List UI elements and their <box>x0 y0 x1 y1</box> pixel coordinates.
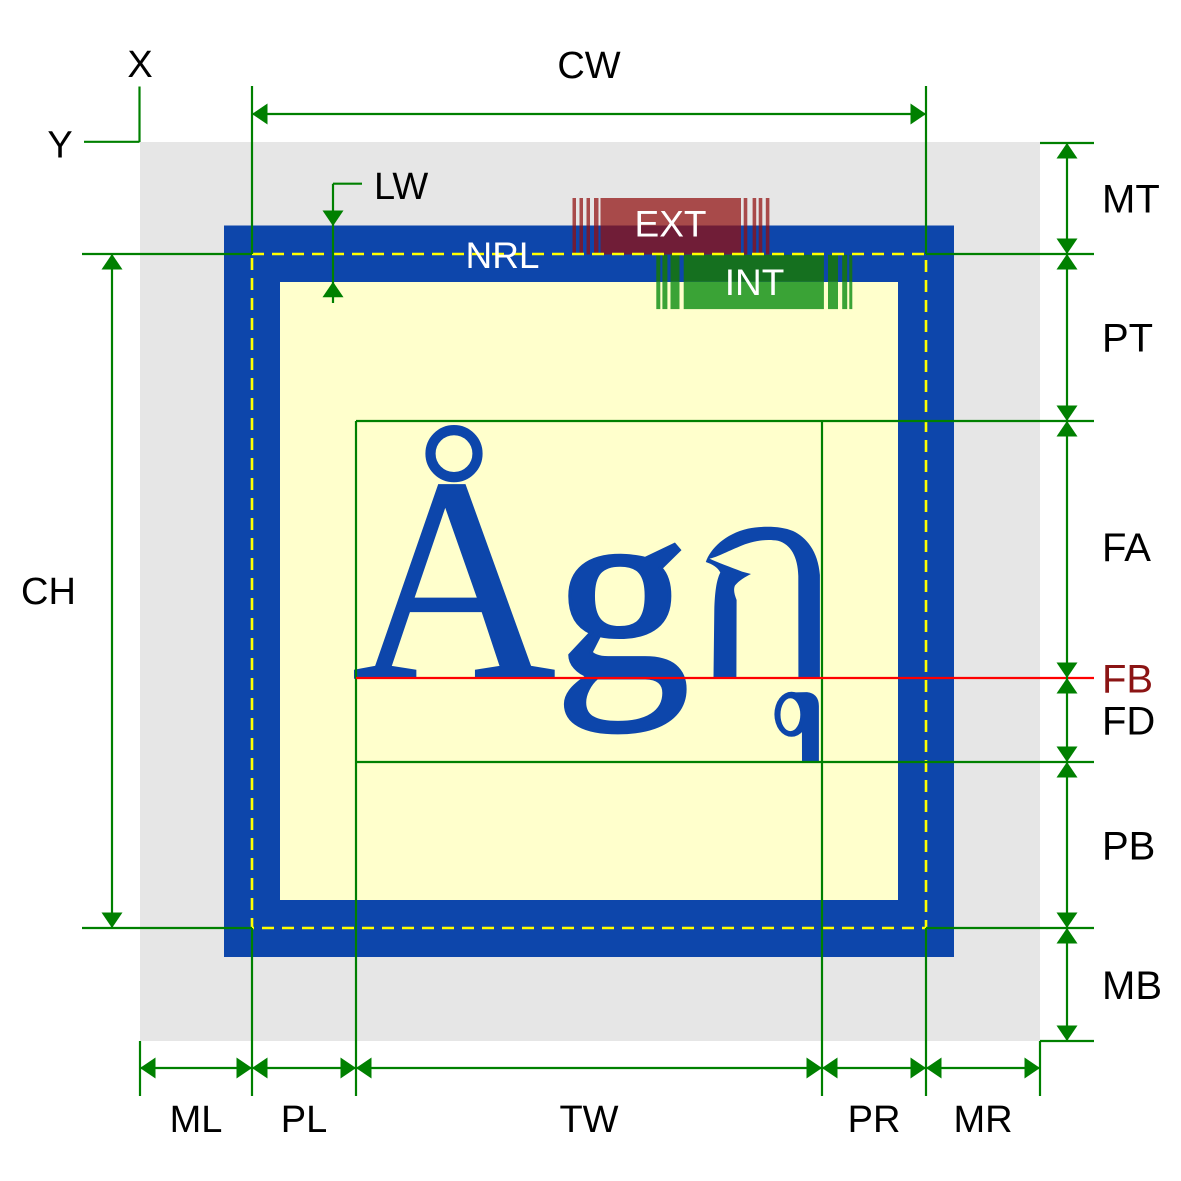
svg-text:MT: MT <box>1102 178 1160 222</box>
svg-text:EXT: EXT <box>635 204 707 245</box>
svg-text:FD: FD <box>1102 700 1155 744</box>
svg-text:MB: MB <box>1102 964 1162 1008</box>
svg-text:NRL: NRL <box>465 235 539 276</box>
svg-text:MR: MR <box>953 1099 1012 1141</box>
svg-text:ML: ML <box>170 1099 223 1141</box>
svg-text:g: g <box>554 447 690 733</box>
svg-text:FA: FA <box>1102 526 1151 570</box>
svg-text:CH: CH <box>21 571 76 613</box>
svg-text:PT: PT <box>1102 317 1153 361</box>
svg-text:PR: PR <box>848 1099 901 1141</box>
svg-text:X: X <box>127 44 152 86</box>
svg-text:FB: FB <box>1102 658 1153 702</box>
svg-text:INT: INT <box>725 262 785 303</box>
svg-text:A: A <box>352 418 556 742</box>
svg-text:Y: Y <box>47 125 72 167</box>
svg-text:PL: PL <box>281 1099 327 1141</box>
svg-text:LW: LW <box>374 166 428 208</box>
svg-text:CW: CW <box>557 45 620 87</box>
svg-text:PB: PB <box>1102 825 1155 869</box>
svg-text:TW: TW <box>559 1099 618 1141</box>
